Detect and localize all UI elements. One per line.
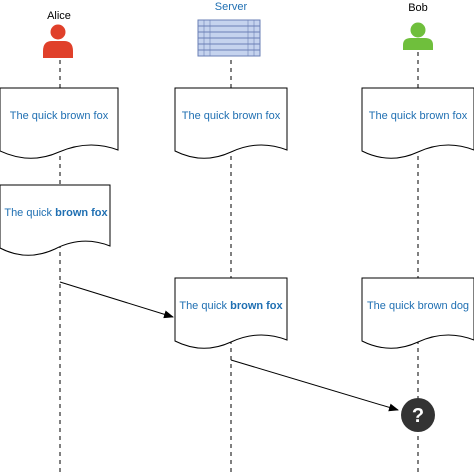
bob-user-icon [403, 22, 433, 50]
doc-text-plain: The quick brown fox [181, 110, 281, 122]
actor-label-server: Server [214, 1, 248, 13]
doc-text-plain: The quick [4, 207, 56, 219]
arrow-alice-to-server [59, 281, 174, 319]
document-text-alice-1: The quick brown fox [0, 109, 118, 123]
document-text-alice-2: The quick brown fox [0, 206, 112, 220]
actor-label-alice: Alice [47, 10, 71, 22]
doc-text-plain: The quick brown dog [366, 300, 470, 312]
doc-text-plain: The quick [179, 300, 231, 312]
document-text-bob-1: The quick brown fox [362, 109, 474, 123]
document-text-bob-2: The quick brown dog [362, 299, 474, 313]
server-stack-icon [197, 19, 261, 57]
doc-text-plain: The quick brown fox [9, 110, 109, 122]
document-shape-server-1 [174, 87, 288, 159]
document-shape-alice-1 [0, 87, 119, 159]
document-shape-alice-2 [0, 184, 111, 256]
doc-text-plain: The quick brown fox [368, 110, 468, 122]
document-text-server-2: The quick brown fox [175, 299, 287, 313]
actor-label-bob: Bob [408, 2, 428, 14]
question-mark-symbol: ? [412, 405, 424, 427]
doc-text-bold: brown fox [55, 207, 108, 219]
arrow-server-to-bob [230, 359, 399, 412]
question-mark-icon: ? [401, 398, 435, 432]
doc-text-bold: brown fox [230, 300, 283, 312]
document-text-server-1: The quick brown fox [175, 109, 287, 123]
document-shape-bob-2 [361, 277, 474, 349]
document-shape-bob-1 [361, 87, 474, 159]
document-shape-server-2 [174, 277, 288, 349]
alice-user-icon [43, 24, 73, 58]
